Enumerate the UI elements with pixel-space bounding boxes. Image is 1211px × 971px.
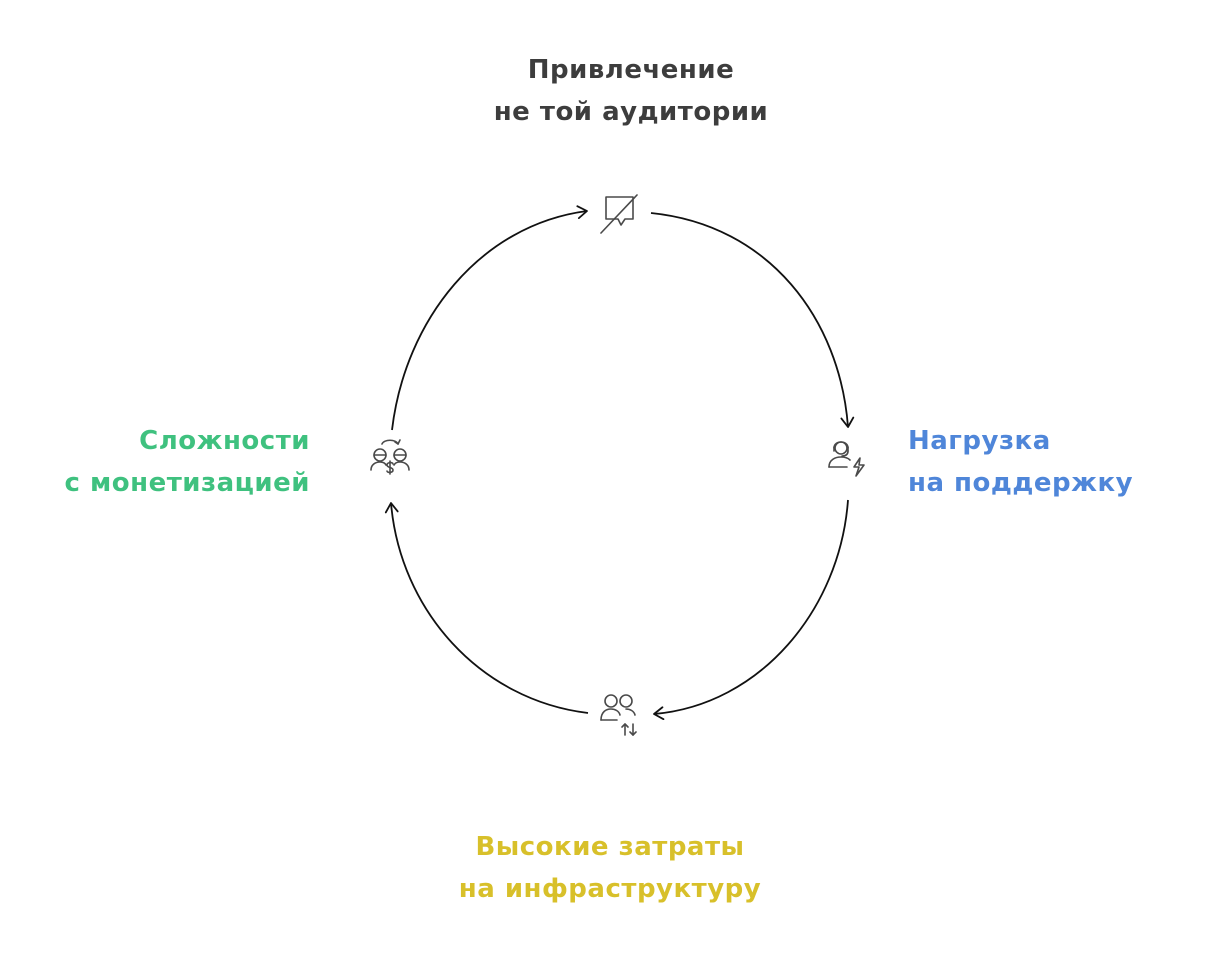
node-label-monetization-line-1: Сложности bbox=[139, 426, 310, 456]
no-messages-icon bbox=[600, 194, 638, 234]
node-label-audience-line-2: не той аудитории bbox=[493, 97, 769, 127]
node-label-infrastructure-line-1: Высокие затраты bbox=[475, 832, 745, 862]
arrow-top-to-right bbox=[650, 212, 855, 428]
node-label-support-line-1: Нагрузка bbox=[908, 426, 1051, 456]
node-label-infrastructure-line-2: на инфраструктуру bbox=[458, 874, 762, 904]
node-label-infrastructure: Высокие затраты на инфраструктуру bbox=[400, 826, 820, 910]
support-agent-lightning-icon bbox=[828, 441, 865, 477]
node-label-audience-line-1: Привлечение bbox=[527, 55, 735, 85]
node-label-monetization-line-2: с монетизацией bbox=[64, 468, 310, 498]
users-money-exchange-icon bbox=[370, 439, 410, 475]
node-label-support: Нагрузка на поддержку bbox=[908, 420, 1133, 504]
node-label-audience: Привлечение не той аудитории bbox=[411, 49, 851, 133]
users-transfer-icon bbox=[600, 694, 637, 736]
node-label-monetization: Сложности с монетизацией bbox=[20, 420, 310, 504]
node-label-support-line-2: на поддержку bbox=[908, 468, 1134, 498]
arrow-left-to-top bbox=[391, 205, 588, 431]
arrow-right-to-bottom bbox=[653, 499, 849, 721]
arrow-bottom-to-left bbox=[384, 502, 589, 714]
